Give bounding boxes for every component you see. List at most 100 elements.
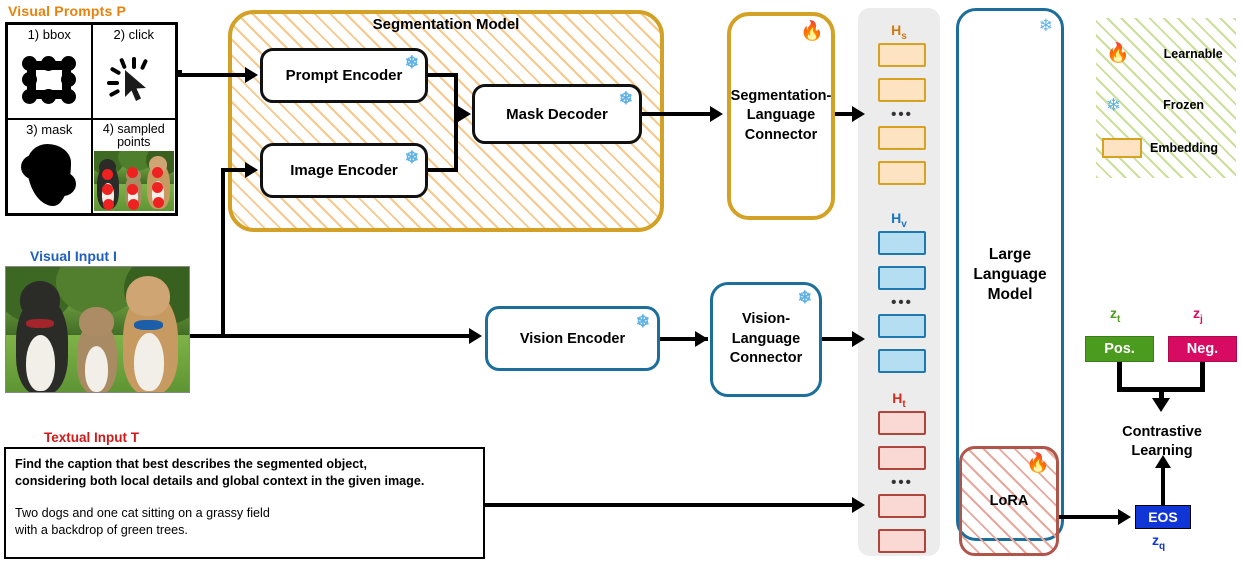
visual-prompts-grid: 1) bbox 2) click xyxy=(5,22,178,216)
embedding-header-hv: Hv xyxy=(858,210,940,230)
line-neg-down xyxy=(1200,362,1205,391)
visual-prompt-cell-bbox[interactable]: 1) bbox xyxy=(7,24,92,119)
hv-sub: v xyxy=(901,218,907,230)
pos-label: Pos. xyxy=(1104,341,1135,357)
visual-prompt-cell-sampled-points[interactable]: 4) sampled points xyxy=(91,119,176,214)
vl-connector-line-1: Vision- xyxy=(741,311,791,328)
caption-line-1: Two dogs and one cat sitting on a grassy… xyxy=(15,505,270,520)
z-t-letter: z xyxy=(1110,305,1117,321)
legend-panel: 🔥 Learnable ❄ Frozen Embedding xyxy=(1096,18,1236,178)
eos-token-box[interactable]: EOS xyxy=(1135,505,1191,529)
frozen-icon: ❄ xyxy=(404,148,419,167)
embedding-ellipsis-hs: ••• xyxy=(891,106,913,123)
image-encoder-box[interactable]: Image Encoder ❄ xyxy=(260,143,428,198)
embedding-block-ht-2 xyxy=(878,446,926,470)
embedding-block-hs-4 xyxy=(878,161,926,185)
llm-label: Large Language Model xyxy=(956,245,1064,304)
embedding-block-hv-4 xyxy=(878,349,926,373)
eos-label: EOS xyxy=(1148,509,1178,525)
textual-input-box[interactable]: Find the caption that best describes the… xyxy=(4,447,485,559)
hv-letter: H xyxy=(891,210,902,226)
vision-encoder-box[interactable]: Vision Encoder ❄ xyxy=(485,306,660,371)
visual-prompt-cell-click[interactable]: 2) click xyxy=(91,24,176,119)
llm-line-3: Model xyxy=(987,285,1033,303)
embedding-block-hs-2 xyxy=(878,78,926,102)
line-visual-input-to-vision-encoder xyxy=(190,334,478,338)
line-prompts-down xyxy=(178,70,182,74)
legend-row-frozen: ❄ Frozen xyxy=(1106,96,1204,114)
z-q-letter: z xyxy=(1152,532,1159,548)
neg-label: Neg. xyxy=(1186,341,1219,357)
embedding-ellipsis-ht: ••• xyxy=(891,474,913,491)
z-t-sub: t xyxy=(1117,313,1121,325)
mask-decoder-box[interactable]: Mask Decoder ❄ xyxy=(472,84,642,144)
prompt-encoder-label: Prompt Encoder xyxy=(285,67,403,84)
sl-connector-line-2: Language xyxy=(746,107,816,124)
arrow-to-vision-encoder xyxy=(469,328,482,344)
z-q-sub: q xyxy=(1159,540,1166,552)
line-mask-decoder-to-sl-connector xyxy=(642,112,718,116)
instruction-line-2: considering both local details and globa… xyxy=(15,473,425,488)
line-posneg-to-contrastive xyxy=(1159,387,1164,401)
embedding-block-hv-1 xyxy=(878,231,926,255)
arrow-eos-up xyxy=(1155,455,1171,468)
mask-blob-icon xyxy=(8,137,91,213)
arrow-to-sl-connector xyxy=(710,106,723,122)
legend-label-frozen: Frozen xyxy=(1163,98,1205,112)
arrow-to-eos xyxy=(1118,509,1131,525)
line-prompts-to-prompt-encoder xyxy=(178,73,253,77)
hs-letter: H xyxy=(891,22,902,38)
embedding-block-hv-2 xyxy=(878,266,926,290)
z-t-label: zt xyxy=(1110,305,1120,325)
line-encoders-merge-vertical xyxy=(454,73,458,172)
line-visual-input-to-image-encoder xyxy=(221,168,253,172)
legend-label-embedding: Embedding xyxy=(1150,141,1219,155)
legend-label-learnable: Learnable xyxy=(1163,46,1223,61)
legend-row-learnable: 🔥 Learnable xyxy=(1106,44,1223,63)
embedding-header-ht: Ht xyxy=(858,390,940,410)
sl-connector-line-3: Connector xyxy=(744,126,818,143)
cl-line-1: Contrastive xyxy=(1122,424,1202,440)
line-vl-connector-to-hv xyxy=(822,337,860,341)
embedding-block-ht-4 xyxy=(878,529,926,553)
embedding-block-ht-1 xyxy=(878,411,926,435)
embedding-header-hs: Hs xyxy=(858,22,940,42)
embedding-block-hs-1 xyxy=(878,43,926,67)
z-j-letter: z xyxy=(1193,305,1200,321)
vision-language-connector-box[interactable]: Vision- Language Connector ❄ xyxy=(710,282,822,397)
visual-prompt-label-sampled-points: 4) sampled points xyxy=(102,122,165,150)
line-image-encoder-out xyxy=(428,168,458,172)
visual-prompt-cell-mask[interactable]: 3) mask xyxy=(7,119,92,214)
mask-decoder-label: Mask Decoder xyxy=(506,105,608,123)
legend-row-embedding: Embedding xyxy=(1102,138,1218,158)
arrow-to-hs xyxy=(852,106,865,122)
arrow-to-contrastive xyxy=(1152,398,1170,412)
sl-connector-line-1: Segmentation- xyxy=(730,87,832,104)
embedding-block-hv-3 xyxy=(878,314,926,338)
vl-connector-line-2: Language xyxy=(731,330,801,347)
line-vision-encoder-to-vl-connector xyxy=(660,337,708,341)
cl-line-2: Learning xyxy=(1131,442,1193,459)
line-visual-input-vertical xyxy=(221,168,225,338)
textual-input-title: Textual Input T xyxy=(44,430,139,445)
frozen-icon: ❄ xyxy=(1106,95,1122,115)
positive-sample-box[interactable]: Pos. xyxy=(1085,336,1154,362)
line-eos-to-contrastive xyxy=(1161,466,1165,506)
bounding-box-icon xyxy=(8,42,91,118)
negative-sample-box[interactable]: Neg. xyxy=(1168,336,1237,362)
prompt-encoder-box[interactable]: Prompt Encoder ❄ xyxy=(260,48,428,103)
vision-encoder-label: Vision Encoder xyxy=(519,330,626,347)
image-encoder-label: Image Encoder xyxy=(290,162,398,179)
embedding-swatch xyxy=(1102,138,1142,158)
ht-sub: t xyxy=(902,398,906,410)
learnable-flame-icon: 🔥 xyxy=(1026,453,1050,474)
lora-label: LoRA xyxy=(989,493,1029,509)
segmentation-language-connector-box[interactable]: Segmentation- Language Connector 🔥 xyxy=(727,12,835,220)
z-j-sub: j xyxy=(1200,313,1203,325)
instruction-line-1: Find the caption that best describes the… xyxy=(15,457,367,471)
visual-input-title: Visual Input I xyxy=(30,248,117,264)
embedding-block-hs-3 xyxy=(878,126,926,150)
lora-box[interactable]: LoRA 🔥 xyxy=(959,446,1059,556)
arrow-to-prompt-encoder xyxy=(245,67,258,83)
vl-connector-line-3: Connector xyxy=(729,350,803,367)
